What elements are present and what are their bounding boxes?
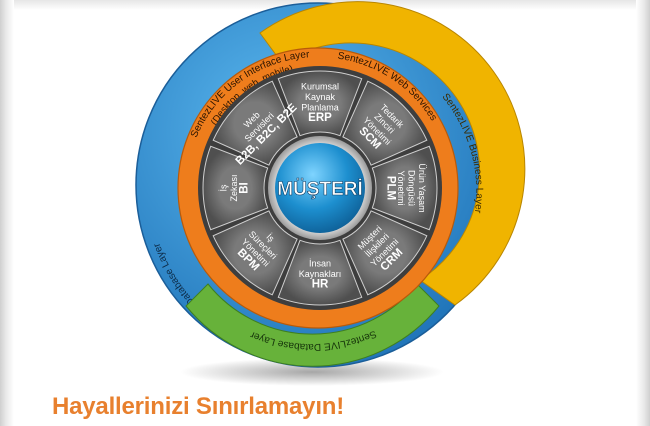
segment-crm [342, 210, 428, 296]
module-label-plm: Ürün YaşamDöngüsüYönetimiPLM [384, 163, 427, 212]
module-label-bi: İşZekasıBI [219, 174, 251, 201]
shadow [180, 358, 444, 386]
segment-erp [277, 70, 363, 137]
segment-scm [342, 80, 428, 166]
segment-hr [277, 239, 363, 306]
segment-bpm [212, 210, 298, 296]
center-hub [275, 143, 365, 233]
sentezlive-database-layer-ring [185, 283, 440, 367]
center-label: MÜŞTERİ [277, 179, 363, 200]
module-label-bpm: İşSüreçleriYönetimiBPM [231, 222, 286, 277]
segment-bi [202, 145, 269, 231]
segment-b2b-b2c-b2e [212, 80, 298, 166]
business-layer-ring [259, 1, 526, 306]
module-label-crm: MüşteriİlişkileriYönetimiCRM [354, 222, 409, 277]
segment-plm [371, 145, 438, 231]
tagline: Hayallerinizi Sınırlamayın! [52, 393, 345, 420]
